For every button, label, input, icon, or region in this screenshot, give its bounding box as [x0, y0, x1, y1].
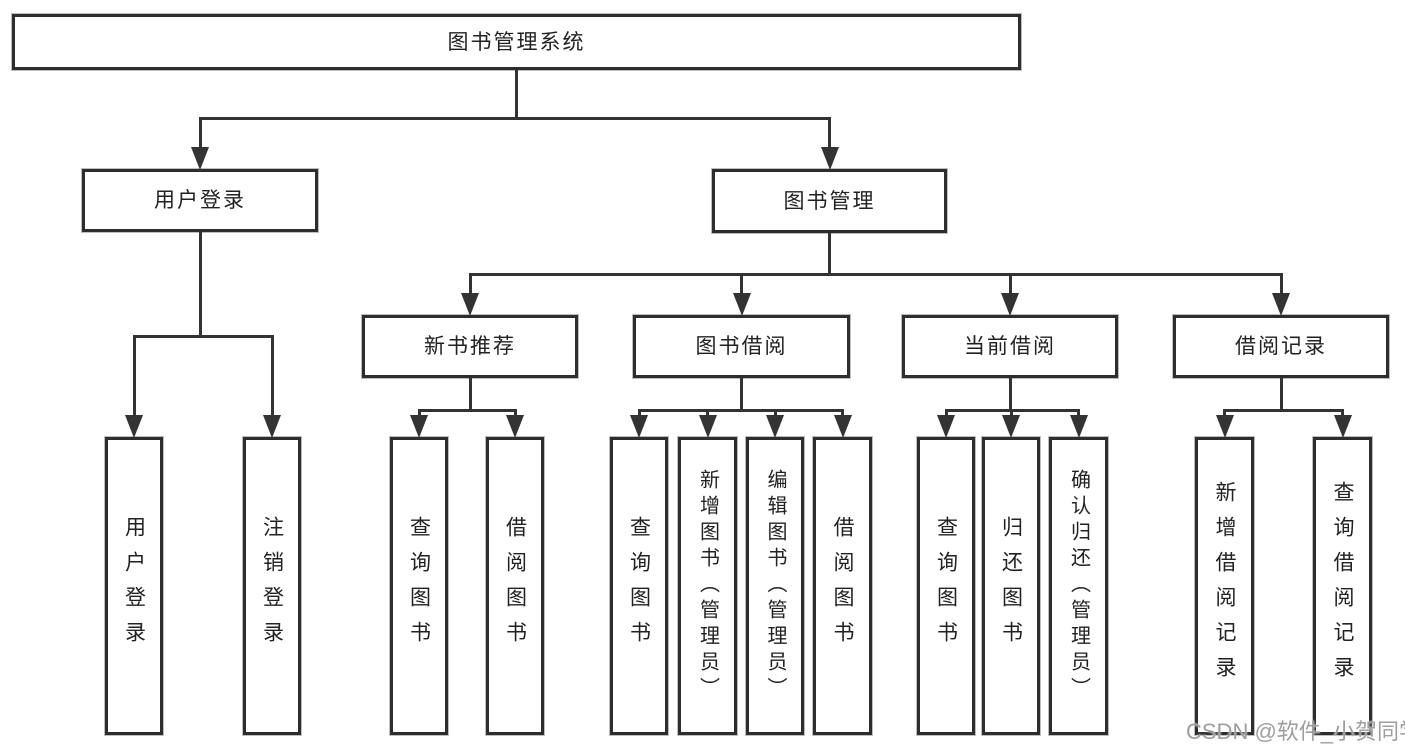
- arrow-down-icon: [506, 415, 524, 438]
- node-new-book-rec: 新书推荐: [362, 315, 578, 378]
- node-leaf-logout: 注销登录: [243, 437, 301, 735]
- arrow-down-icon: [766, 415, 784, 438]
- connector-line: [132, 335, 274, 338]
- arrow-down-icon: [1272, 293, 1290, 316]
- node-label: 图书管理系统: [447, 30, 586, 54]
- node-root: 图书管理系统: [12, 14, 1021, 70]
- watermark: CSDN @软件_小贺同学: [1186, 719, 1405, 744]
- node-leaf-user-login: 用户登录: [105, 437, 163, 735]
- connector-line: [740, 378, 743, 412]
- node-label: 查询借阅记录: [1331, 481, 1354, 691]
- node-leaf-br-add-record: 新增借阅记录: [1195, 437, 1254, 735]
- node-book-borrow: 图书借阅: [633, 315, 850, 378]
- connector-line: [637, 409, 641, 416]
- connector-line: [1279, 378, 1283, 412]
- connector-line: [740, 273, 743, 294]
- connector-line: [468, 273, 472, 294]
- connector-line: [270, 335, 274, 416]
- arrow-down-icon: [1001, 293, 1019, 316]
- arrow-down-icon: [263, 415, 281, 438]
- connector-line: [417, 409, 517, 412]
- connector-line: [1223, 409, 1226, 416]
- connector-line: [132, 335, 136, 416]
- node-label: 查询图书: [407, 516, 431, 656]
- node-leaf-nbr-borrow-book: 借阅图书: [486, 437, 544, 735]
- arrow-down-icon: [1069, 415, 1088, 438]
- node-label: 图书管理: [783, 189, 876, 213]
- node-leaf-bb-add-book: 新增图书（管理员）: [678, 437, 737, 735]
- connector-line: [1279, 273, 1283, 294]
- connector-line: [1341, 409, 1344, 416]
- arrow-down-icon: [732, 293, 751, 316]
- node-label: 新增借阅记录: [1213, 481, 1236, 691]
- arrow-down-icon: [820, 147, 839, 170]
- connector-line: [198, 232, 202, 338]
- arrow-down-icon: [410, 415, 428, 438]
- connector-line: [513, 409, 517, 416]
- node-label: 新增图书（管理员）: [696, 469, 719, 703]
- arrow-down-icon: [1002, 415, 1020, 438]
- arrow-down-icon: [698, 415, 717, 438]
- node-label: 借阅图书: [831, 516, 854, 656]
- arrow-down-icon: [461, 293, 479, 316]
- node-label: 借阅图书: [503, 516, 527, 656]
- node-label: 查询图书: [627, 516, 651, 656]
- node-leaf-cb-query-book: 查询图书: [917, 437, 975, 735]
- connector-line: [468, 378, 472, 412]
- arrow-down-icon: [191, 147, 209, 170]
- connector-line: [828, 117, 831, 148]
- node-label: 用户登录: [154, 189, 246, 212]
- node-leaf-nbr-query-book: 查询图书: [390, 437, 448, 735]
- connector-line: [706, 409, 709, 416]
- node-label: 当前借阅: [964, 335, 1056, 358]
- node-leaf-cb-return-book: 归还图书: [982, 437, 1040, 735]
- arrow-down-icon: [1215, 415, 1234, 438]
- node-current-borrow: 当前借阅: [902, 315, 1118, 378]
- node-book-mgmt: 图书管理: [712, 169, 947, 233]
- connector-line: [637, 409, 844, 412]
- node-label: 图书借阅: [695, 335, 788, 358]
- node-label: 新书推荐: [424, 335, 516, 358]
- connector-line: [515, 70, 518, 120]
- connector-line: [417, 409, 421, 416]
- node-leaf-br-query-record: 查询借阅记录: [1313, 437, 1372, 735]
- node-leaf-cb-confirm-return: 确认归还（管理员）: [1049, 437, 1108, 735]
- connector-line: [773, 409, 777, 416]
- node-user-login: 用户登录: [82, 169, 318, 232]
- node-borrow-records: 借阅记录: [1173, 315, 1389, 378]
- node-leaf-bb-borrow-book: 借阅图书: [813, 437, 872, 735]
- connector-line: [1223, 409, 1344, 412]
- connector-line: [1008, 378, 1012, 412]
- arrow-down-icon: [1333, 415, 1352, 438]
- node-leaf-bb-edit-book: 编辑图书（管理员）: [746, 437, 804, 735]
- node-label: 归还图书: [999, 516, 1023, 656]
- arrow-down-icon: [937, 415, 955, 438]
- connector-line: [1009, 409, 1013, 416]
- node-label: 编辑图书（管理员）: [764, 469, 786, 703]
- node-label: 借阅记录: [1235, 335, 1327, 358]
- connector-line: [841, 409, 844, 416]
- arrow-down-icon: [630, 415, 648, 438]
- connector-line: [198, 117, 202, 148]
- node-label: 查询图书: [934, 516, 958, 656]
- node-leaf-bb-query-book: 查询图书: [610, 437, 668, 735]
- connector-line: [1077, 409, 1080, 416]
- connector-line: [1008, 273, 1012, 294]
- connector-line: [828, 233, 831, 276]
- connector-line: [944, 409, 948, 416]
- arrow-down-icon: [833, 415, 852, 438]
- node-label: 用户登录: [122, 516, 146, 656]
- node-label: 注销登录: [260, 516, 284, 656]
- arrow-down-icon: [125, 415, 143, 438]
- connector-line: [468, 273, 1283, 276]
- node-label: 确认归还（管理员）: [1067, 469, 1090, 703]
- connector-line: [198, 117, 831, 120]
